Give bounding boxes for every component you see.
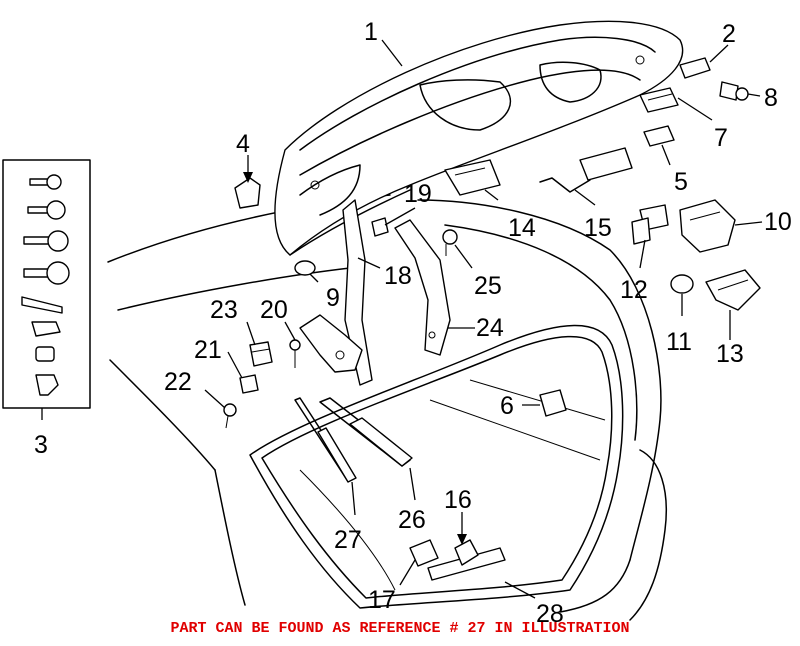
part-5-buffer [643, 125, 675, 147]
callout-16: 16 [444, 486, 472, 514]
part-11-grommet [670, 274, 694, 294]
reference-note: PART CAN BE FOUND AS REFERENCE # 27 IN I… [170, 620, 630, 637]
trunk-lid [274, 20, 684, 256]
callout-15: 15 [584, 214, 612, 242]
callout-6: 6 [500, 392, 514, 420]
part-2-pad [679, 57, 711, 79]
part-24-trim [394, 219, 451, 356]
part-14-latch [444, 159, 501, 196]
callout-13: 13 [716, 340, 744, 368]
part-4-stop [234, 177, 261, 209]
callout-20: 20 [260, 296, 288, 324]
callout-19: 19 [404, 180, 432, 208]
part-hinge-bracket [299, 314, 363, 373]
callout-8: 8 [764, 84, 778, 112]
car-body [107, 194, 667, 621]
callout-26: 26 [398, 506, 426, 534]
part-16-striker [427, 539, 506, 581]
callout-18: 18 [384, 262, 412, 290]
trunk-opening [249, 324, 624, 609]
callout-28: 28 [536, 600, 564, 628]
callout-7: 7 [714, 124, 728, 152]
callout-14: 14 [508, 214, 536, 242]
part-25-screw [442, 229, 458, 256]
part-27-strut [294, 397, 357, 483]
callout-17: 17 [368, 586, 396, 614]
callout-4: 4 [236, 130, 250, 158]
part-23-bushing [249, 341, 273, 367]
part-8-bumper [719, 81, 749, 101]
part-13-handle [705, 269, 761, 311]
part-12-switch [631, 204, 669, 245]
leader-lines [41, 39, 763, 599]
part-20-bolt [289, 339, 301, 368]
part-7-bracket [639, 87, 679, 113]
callout-labels: 1 2 3 4 5 6 7 8 9 10 11 12 13 14 15 16 1… [34, 18, 792, 628]
part-26-strut [319, 397, 413, 467]
callout-9: 9 [326, 284, 340, 312]
part-22-bolt [223, 403, 237, 429]
callout-5: 5 [674, 168, 688, 196]
fastener-kit [2, 159, 91, 409]
callout-2: 2 [722, 20, 736, 48]
callout-3: 3 [34, 431, 48, 459]
callout-22: 22 [164, 368, 192, 396]
part-21-nut [239, 374, 259, 394]
part-9-plug [294, 260, 316, 276]
part-10-lock [679, 199, 736, 253]
part-19-clip [371, 217, 389, 237]
part-6-plug [539, 389, 567, 417]
callout-21: 21 [194, 336, 222, 364]
callout-11: 11 [666, 328, 692, 356]
callout-25: 25 [474, 272, 502, 300]
callout-12: 12 [620, 276, 648, 304]
callout-1: 1 [364, 18, 378, 46]
callout-24: 24 [476, 314, 504, 342]
part-15-release-rod [539, 147, 633, 193]
leader-arrowheads [243, 172, 467, 545]
part-17-bracket [409, 539, 439, 567]
callout-27: 27 [334, 526, 362, 554]
callout-10: 10 [764, 208, 792, 236]
callout-23: 23 [210, 296, 238, 324]
